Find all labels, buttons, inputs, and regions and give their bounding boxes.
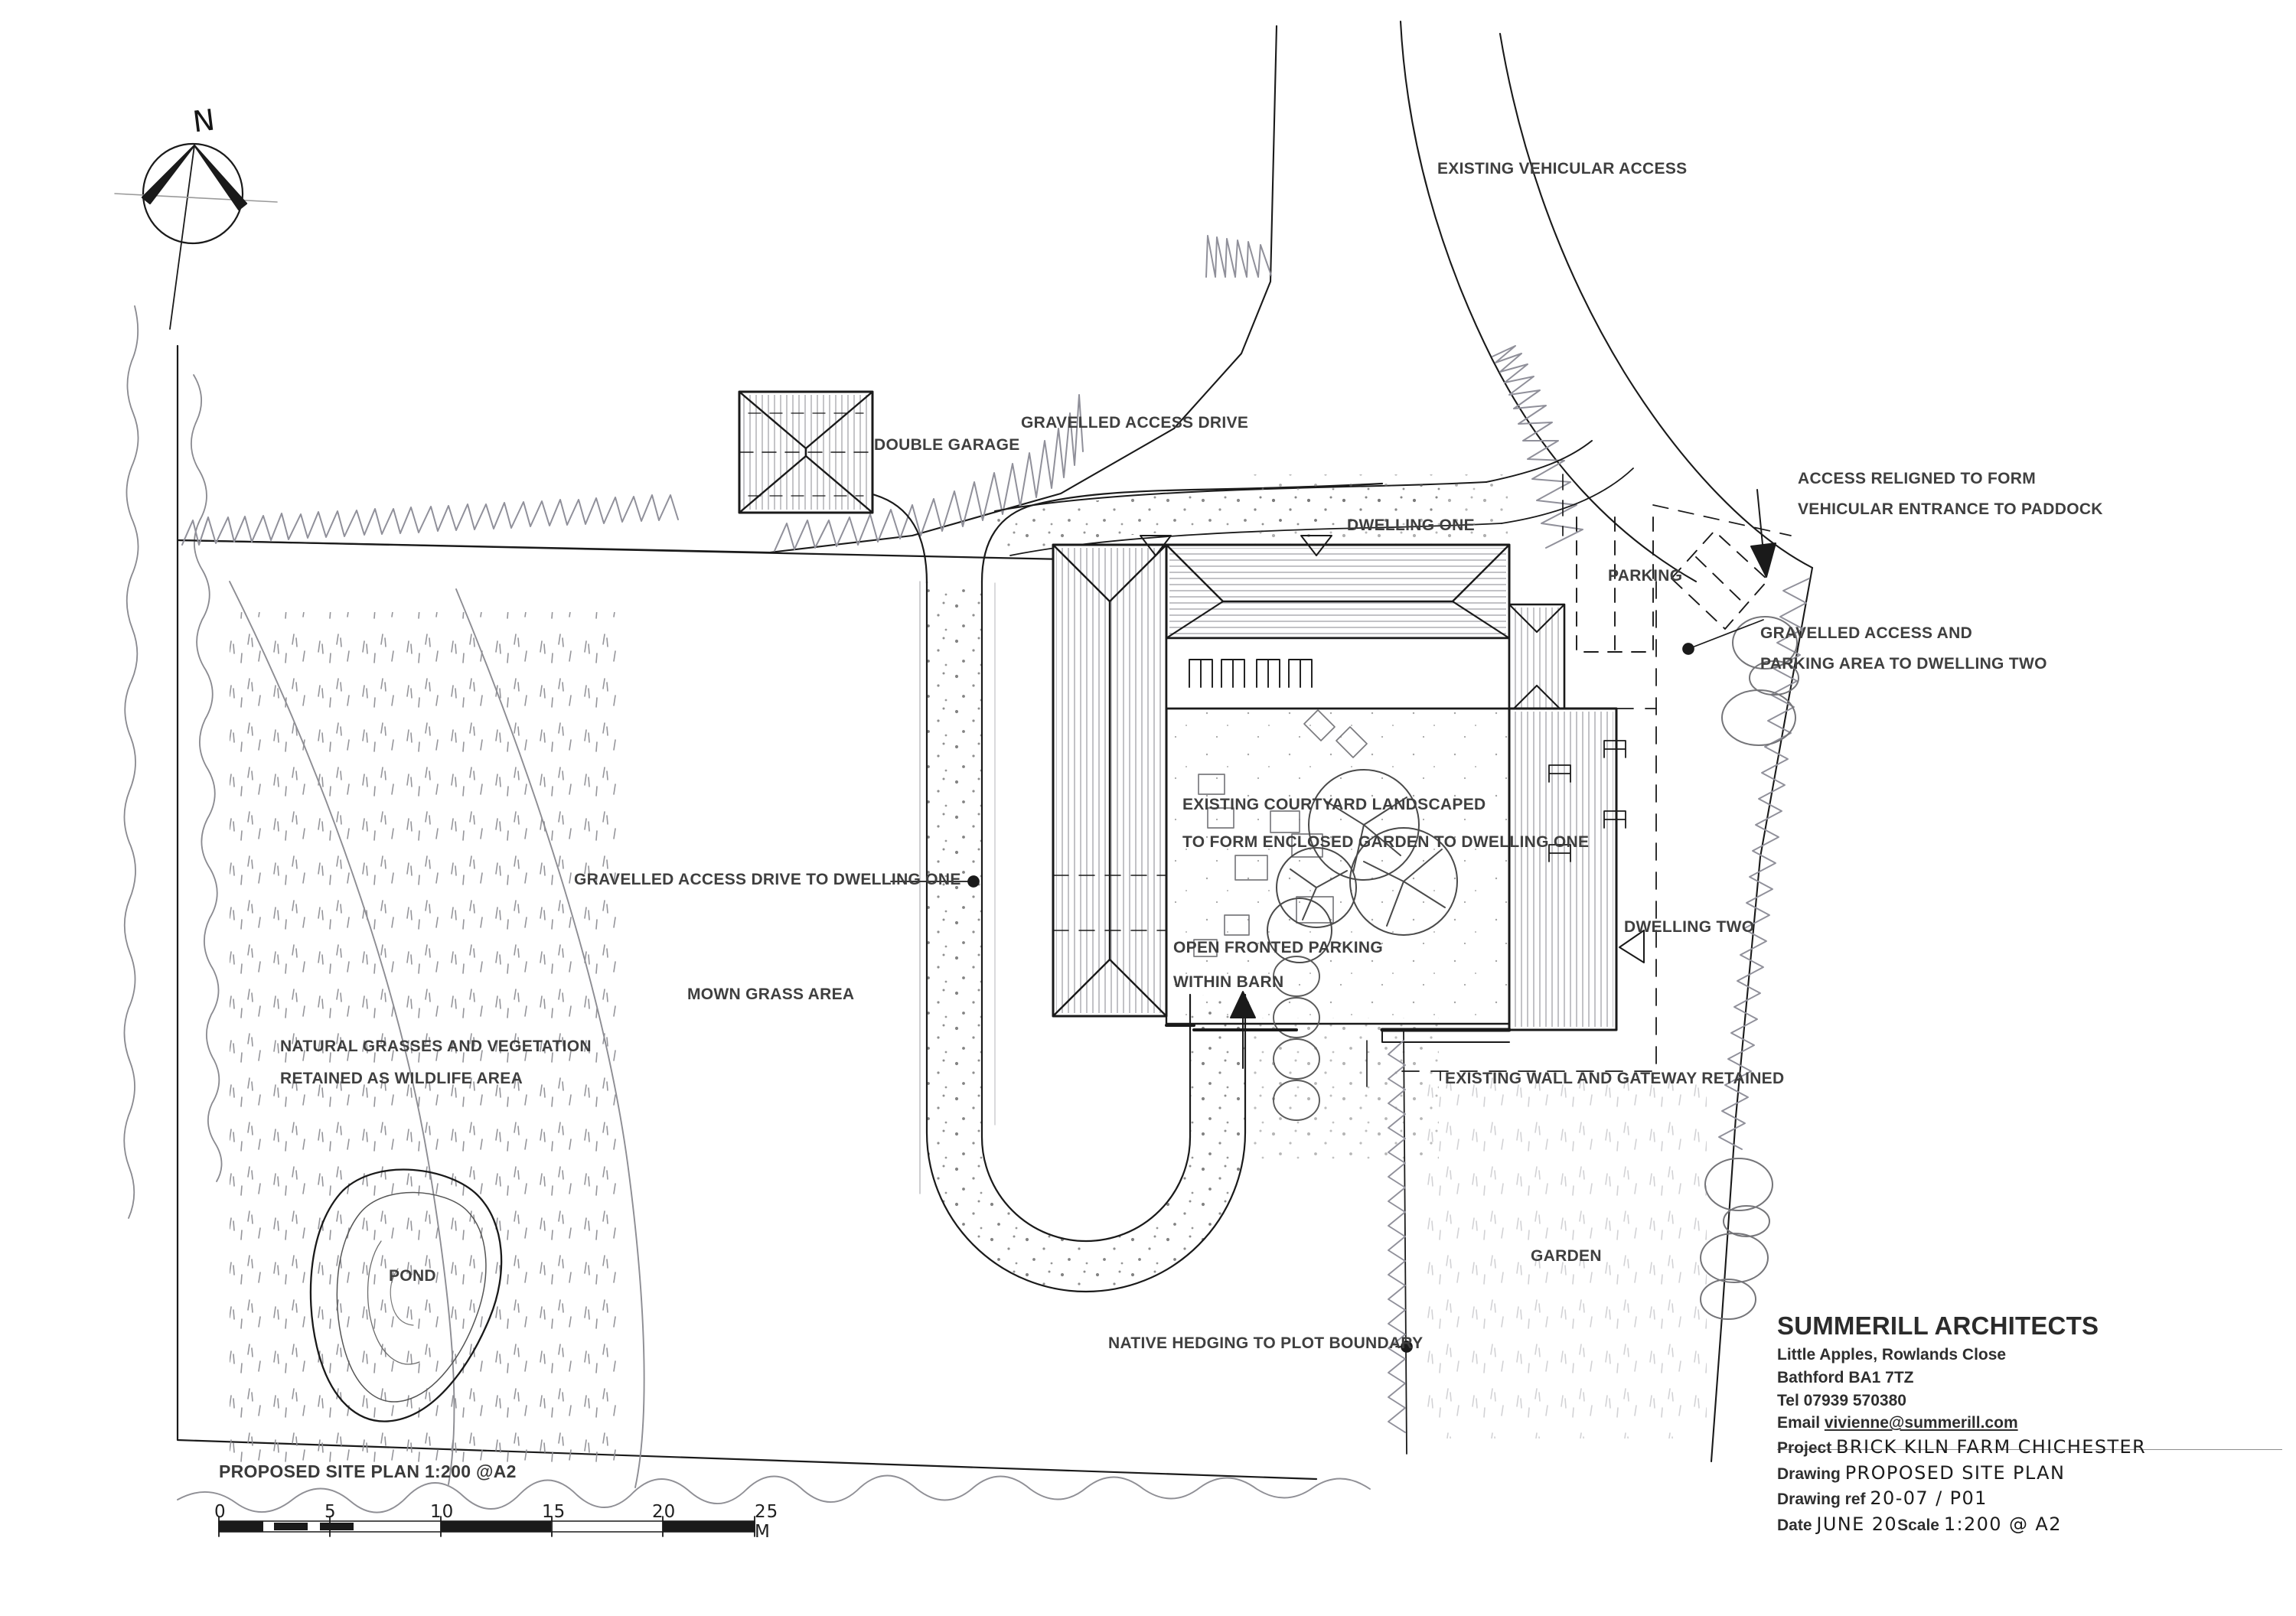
scale-tick-10: 10 bbox=[430, 1502, 455, 1522]
label-gravelled-access-drive: GRAVELLED ACCESS DRIVE bbox=[1021, 414, 1249, 432]
email-label: Email bbox=[1777, 1414, 1825, 1432]
scale-tick-15: 15 bbox=[542, 1502, 566, 1522]
label-double-garage: DOUBLE GARAGE bbox=[874, 436, 1020, 454]
label-garden: GARDEN bbox=[1531, 1247, 1602, 1265]
drawing-label: Drawing bbox=[1777, 1464, 1845, 1483]
project-label: Project bbox=[1777, 1439, 1837, 1458]
dwelling-two-curtilage bbox=[1392, 581, 1657, 1072]
scale-label: Scale bbox=[1897, 1517, 1944, 1535]
entrance-dashed bbox=[1562, 474, 1792, 536]
north-boundary-hedge bbox=[176, 24, 1278, 554]
label-open-fronted-parking-line2: WITHIN BARN bbox=[1173, 973, 1284, 991]
scale-tick-0: 0 bbox=[214, 1502, 227, 1522]
east-boundary bbox=[1700, 566, 1814, 1463]
label-existing-vehicular-access: EXISTING VEHICULAR ACCESS bbox=[1437, 160, 1688, 178]
label-mown-grass-area: MOWN GRASS AREA bbox=[687, 986, 855, 1003]
label-dwelling-one: DWELLING ONE bbox=[1347, 516, 1475, 534]
scale-tick-20: 20 bbox=[652, 1502, 677, 1522]
email-address[interactable]: vivienne@summerill.com bbox=[1824, 1414, 2018, 1432]
label-pond: POND bbox=[389, 1267, 436, 1285]
label-gravelled-drive-to-dwelling-one: GRAVELLED ACCESS DRIVE TO DWELLING ONE bbox=[574, 871, 961, 888]
title-block-rule bbox=[1777, 1449, 2282, 1450]
parking-bays bbox=[1576, 516, 1769, 653]
date-label: Date bbox=[1777, 1517, 1817, 1535]
label-open-fronted-parking-line1: OPEN FRONTED PARKING bbox=[1173, 939, 1383, 956]
label-existing-wall-gateway: EXISTING WALL AND GATEWAY RETAINED bbox=[1445, 1070, 1785, 1087]
scale-bar-graphic bbox=[218, 1516, 755, 1537]
west-vegetation-edge bbox=[123, 305, 223, 1219]
firm-address-line1: Little Apples, Rowlands Close bbox=[1777, 1346, 2007, 1364]
drawing-ref-row: Drawing ref 20-07 / P01 bbox=[1777, 1486, 2252, 1512]
existing-wall-gateway bbox=[1165, 1024, 1512, 1087]
label-access-realigned-line2: VEHICULAR ENTRANCE TO PADDOCK bbox=[1798, 500, 2103, 518]
scale-bar-block: PROPOSED SITE PLAN 1:200 @A2 0 5 10 15 2… bbox=[214, 1461, 778, 1542]
firm-telephone: Tel 07939 570380 bbox=[1777, 1391, 1906, 1409]
label-gravelled-access-two-line1: GRAVELLED ACCESS AND bbox=[1760, 624, 1973, 642]
drawing-row: Drawing PROPOSED SITE PLAN bbox=[1777, 1461, 2252, 1487]
label-courtyard-line2: TO FORM ENCLOSED GARDEN TO DWELLING ONE bbox=[1182, 833, 1590, 851]
access-road-hedge bbox=[1492, 345, 1583, 549]
drawing-ref-label: Drawing ref bbox=[1777, 1491, 1870, 1509]
native-hedging-row bbox=[1388, 1031, 1407, 1455]
firm-address-line2: Bathford BA1 7TZ bbox=[1777, 1368, 1914, 1386]
scale-bar-ticks: 0 5 10 15 20 25 M bbox=[214, 1502, 778, 1542]
label-natural-grasses-line2: RETAINED AS WILDLIFE AREA bbox=[280, 1070, 523, 1087]
label-parking: PARKING bbox=[1608, 567, 1683, 585]
date-scale-row: Date JUNE 20Scale 1:200 @ A2 bbox=[1777, 1512, 2252, 1538]
pond bbox=[309, 1168, 503, 1422]
north-letter: N bbox=[191, 103, 217, 139]
label-gravelled-access-two-line2: PARKING AREA TO DWELLING TWO bbox=[1760, 655, 2047, 673]
existing-vehicular-access-road bbox=[1399, 20, 1814, 583]
south-vegetation-edge bbox=[177, 1474, 1371, 1513]
scale-tick-5: 5 bbox=[325, 1502, 337, 1522]
project-row: Project BRICK KILN FARM CHICHESTER bbox=[1777, 1435, 2252, 1461]
label-access-realigned-line1: ACCESS RELIGNED TO FORM bbox=[1798, 470, 2037, 487]
direction-arrows bbox=[1140, 489, 1776, 1069]
date-value: JUNE 20 bbox=[1816, 1513, 1898, 1536]
label-dwelling-two: DWELLING TWO bbox=[1624, 918, 1755, 936]
mown-grass-area bbox=[919, 581, 996, 1194]
firm-email-row: Email vivienne@summerill.com bbox=[1777, 1412, 2252, 1435]
label-native-hedging: NATIVE HEDGING TO PLOT BOUNDARY bbox=[1108, 1334, 1424, 1352]
sheet-title: PROPOSED SITE PLAN 1:200 @A2 bbox=[219, 1461, 517, 1481]
scale-value: 1:200 @ A2 bbox=[1943, 1513, 2062, 1536]
scale-tick-25: 25 M bbox=[755, 1502, 779, 1542]
wildlife-area bbox=[229, 581, 645, 1488]
barn-complex bbox=[1052, 543, 1626, 1121]
firm-name: SUMMERILL ARCHITECTS bbox=[1777, 1311, 2099, 1340]
north-point bbox=[114, 142, 278, 330]
label-natural-grasses-line1: NATURAL GRASSES AND VEGETATION bbox=[280, 1038, 592, 1055]
double-garage-building bbox=[738, 390, 874, 514]
title-block: SUMMERILL ARCHITECTS Little Apples, Rowl… bbox=[1777, 1311, 2252, 1538]
project-value: BRICK KILN FARM CHICHESTER bbox=[1836, 1436, 2147, 1458]
label-courtyard-line1: EXISTING COURTYARD LANDSCAPED bbox=[1182, 796, 1486, 813]
drawing-ref-value: 20-07 / P01 bbox=[1870, 1487, 1988, 1510]
drawing-value: PROPOSED SITE PLAN bbox=[1844, 1461, 2066, 1484]
leader-lines bbox=[890, 619, 1764, 1353]
